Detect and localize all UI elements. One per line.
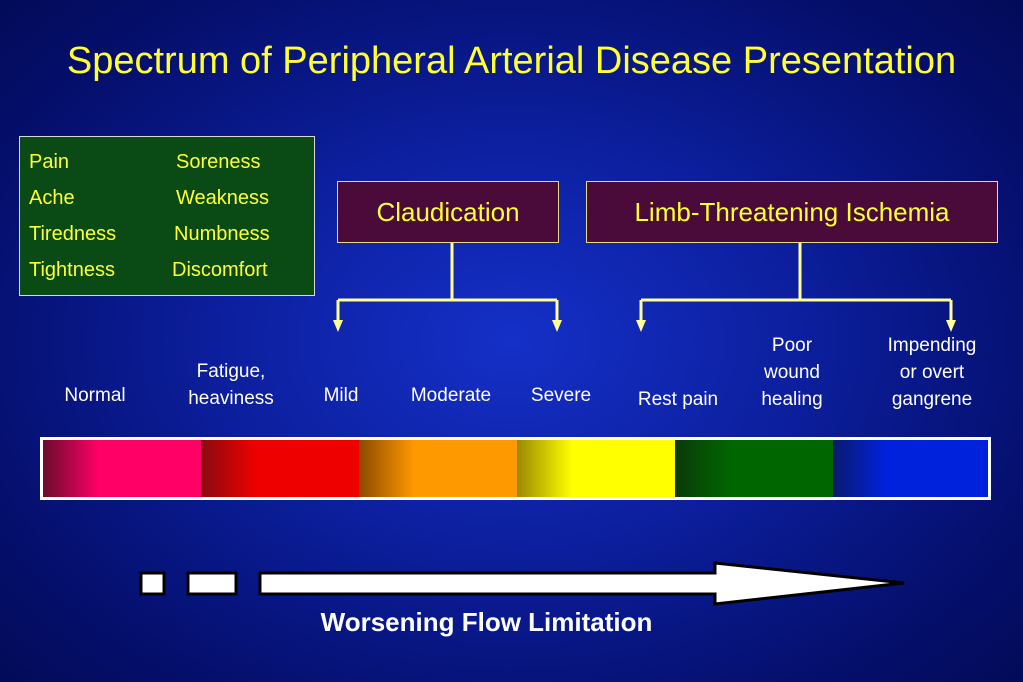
small-square-icon: [139, 571, 166, 596]
spectrum-segment-rest-pain: [675, 440, 833, 497]
claudication-branch: [336, 243, 559, 322]
stage-label-fatigue: Fatigue, heaviness: [188, 361, 274, 409]
arrow-head-icon: [333, 320, 343, 332]
stage-label-gangrene: Impending or overt gangrene: [887, 335, 977, 410]
flow-label: Worsening Flow Limitation: [320, 607, 653, 637]
symptom-list-box: Pain Ache Tiredness Tightness Soreness W…: [19, 136, 315, 296]
spectrum-segment-severe: [517, 440, 675, 497]
arrow-head-icon: [636, 320, 646, 332]
stage-label-severe: Severe: [530, 385, 592, 406]
symptom-item: Numbness: [174, 223, 270, 245]
stage-label-normal: Normal: [64, 385, 126, 406]
symptom-item: Soreness: [176, 151, 261, 173]
spectrum-segment-normal: [43, 440, 201, 497]
ischemia-branch: [639, 243, 953, 322]
symptom-item: Pain: [29, 151, 70, 173]
flow-arrow-icon: [258, 561, 905, 606]
spectrum-segment-gangrene: [833, 440, 988, 497]
stage-label-rest-pain: Rest pain: [637, 389, 719, 410]
symptom-item: Ache: [29, 187, 75, 209]
symptom-item: Tiredness: [29, 223, 117, 245]
small-rect-icon: [186, 571, 238, 596]
claudication-box: Claudication: [337, 181, 559, 243]
symptom-item: Tightness: [29, 259, 115, 281]
page-title: Spectrum of Peripheral Arterial Disease …: [66, 40, 957, 82]
stage-label-moderate: Moderate: [410, 385, 492, 406]
arrow-head-icon: [552, 320, 562, 332]
symptom-item: Discomfort: [172, 259, 268, 281]
symptom-item: Weakness: [176, 187, 270, 209]
arrow-head-icon: [946, 320, 956, 332]
limb-ischemia-box: Limb-Threatening Ischemia: [586, 181, 998, 243]
color-spectrum-bar: [40, 437, 991, 500]
spectrum-segment-fatigue: [201, 440, 359, 497]
stage-label-poor-wound-healing: Poor wound healing: [761, 335, 823, 410]
stage-label-mild: Mild: [323, 385, 359, 406]
spectrum-segment-mild: [359, 440, 517, 497]
